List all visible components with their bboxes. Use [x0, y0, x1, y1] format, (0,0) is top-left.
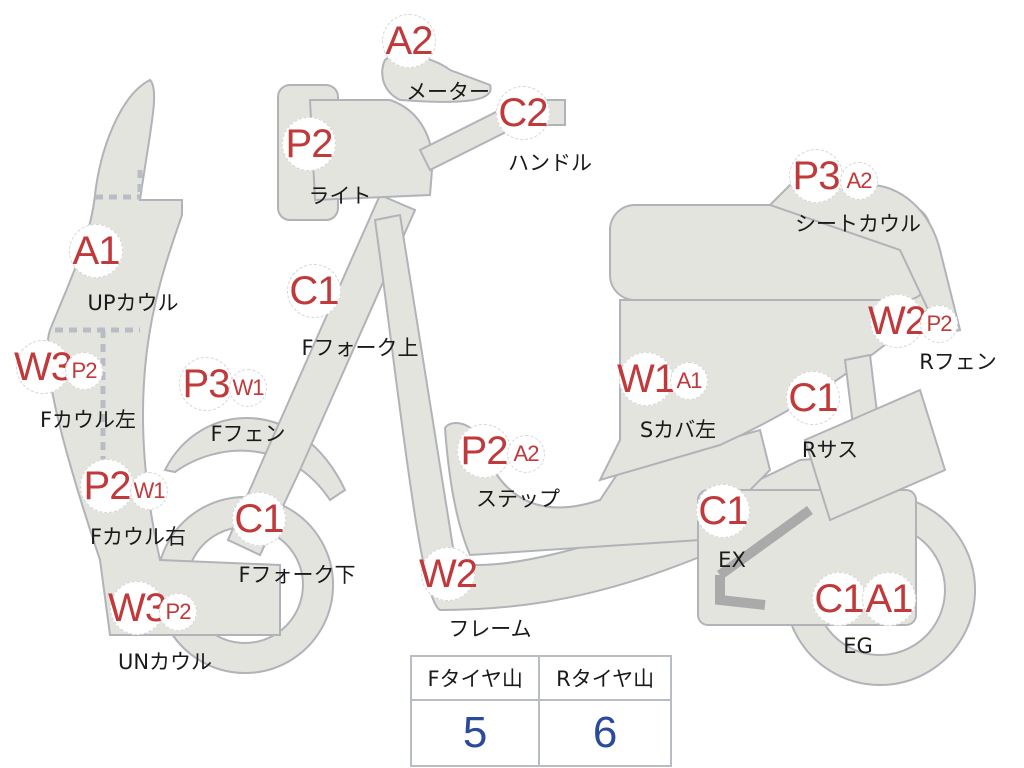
- part-name: UPカウル: [87, 291, 179, 315]
- part-name: Fカウル左: [39, 408, 137, 432]
- rear-tire-value: 6: [538, 699, 672, 767]
- grade-badge: W2: [868, 294, 927, 348]
- tire-tread-table: Fタイヤ山 Rタイヤ山 5 6: [409, 655, 672, 767]
- sub-grade-badge: P2: [159, 593, 197, 631]
- grade-badge: P2: [80, 459, 134, 513]
- part-name: EG: [843, 634, 873, 658]
- sub-grade-badge: A1: [670, 362, 708, 400]
- grade-badge: W3: [108, 581, 167, 635]
- grade-badge: C1: [696, 484, 750, 538]
- grade-badge: A2: [382, 14, 436, 68]
- grade-badge: C1: [786, 371, 840, 425]
- grade-badge: P3: [789, 149, 843, 203]
- grade-badge: C1: [232, 492, 286, 546]
- part-name: UNカウル: [117, 650, 213, 674]
- exhaust-pipe: [715, 505, 813, 610]
- front-fork: [226, 193, 417, 557]
- sub-grade-badge: A1: [862, 572, 916, 626]
- part-name: EX: [718, 548, 746, 572]
- sub-grade-badge: P2: [65, 352, 103, 390]
- rear-tire-header: Rタイヤ山: [538, 655, 672, 701]
- sub-grade-badge: A2: [507, 435, 545, 473]
- part-name: Rフェン: [919, 350, 997, 374]
- part-name: フレーム: [448, 617, 532, 641]
- grade-badge: P3: [179, 357, 233, 411]
- front-tire-value: 5: [409, 699, 541, 767]
- part-name: ステップ: [476, 487, 560, 511]
- part-name: メーター: [406, 80, 490, 104]
- part-name: Rサス: [801, 438, 859, 462]
- part-name: シートカウル: [795, 212, 921, 236]
- grade-badge: W3: [14, 340, 73, 394]
- grade-badge: C1: [812, 572, 866, 626]
- grade-badge: C1: [287, 264, 341, 318]
- sub-grade-badge: A2: [840, 162, 878, 200]
- part-name: Sカバ左: [639, 418, 717, 442]
- grade-badge: W1: [617, 352, 676, 406]
- grade-badge: P2: [282, 117, 336, 171]
- part-name: ハンドル: [508, 151, 592, 175]
- part-name: Fフォーク下: [238, 563, 356, 587]
- grade-badge: C2: [496, 86, 550, 140]
- grade-badge: P2: [457, 424, 511, 478]
- part-name: ライト: [308, 184, 372, 208]
- sub-grade-badge: W1: [229, 369, 267, 407]
- grade-badge: A1: [69, 224, 123, 278]
- part-name: Fフェン: [210, 422, 286, 446]
- sub-grade-badge: W1: [130, 472, 168, 510]
- front-tire-header: Fタイヤ山: [409, 655, 541, 701]
- engine-box: [803, 388, 947, 522]
- part-name: Fカウル右: [89, 525, 187, 549]
- handlebar-body: [308, 99, 434, 202]
- sub-grade-badge: P2: [920, 305, 958, 343]
- part-name: Fフォーク上: [301, 336, 419, 360]
- grade-badge: W2: [419, 547, 478, 601]
